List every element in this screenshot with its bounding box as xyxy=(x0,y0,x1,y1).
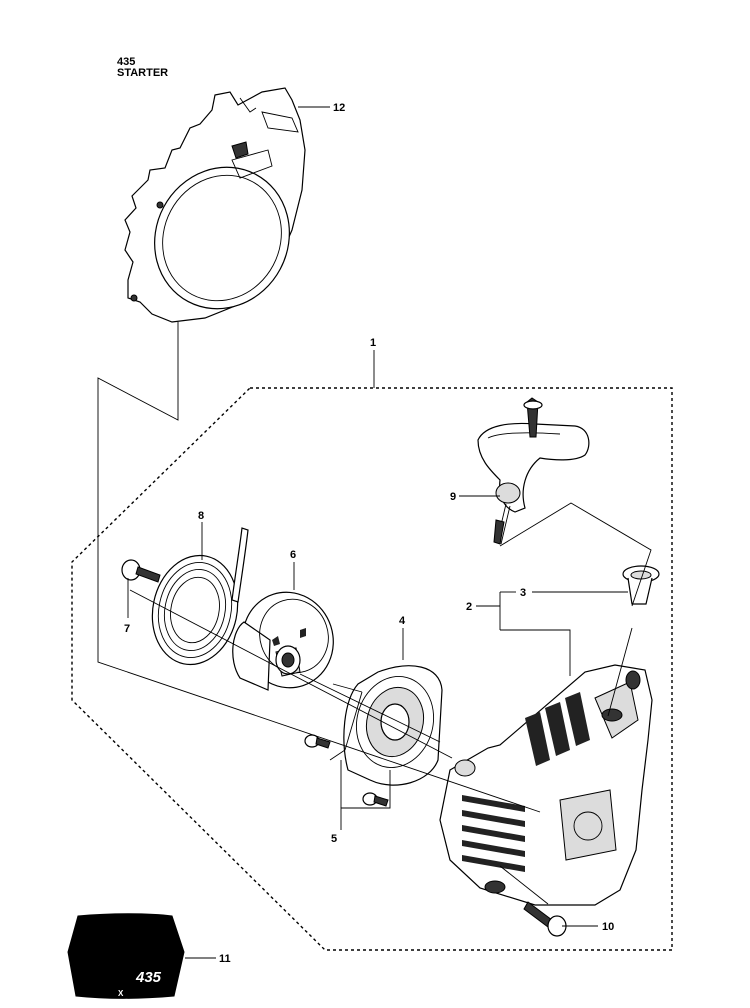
page-title: STARTER xyxy=(117,67,169,79)
callout-10: 10 xyxy=(602,921,614,933)
callout-6: 6 xyxy=(290,549,296,561)
part-5-screws xyxy=(304,734,389,807)
part-2-starter-housing xyxy=(439,664,653,906)
callout-numbers: 12 1 9 2 3 4 8 6 7 5 10 11 xyxy=(124,102,614,965)
reference-lines xyxy=(97,322,652,905)
callout-5: 5 xyxy=(331,833,337,845)
part-7-screw xyxy=(121,559,161,583)
callout-9: 9 xyxy=(450,491,456,503)
housing-vents-lower xyxy=(462,795,525,872)
callout-11: 11 xyxy=(219,953,231,965)
callout-7: 7 xyxy=(124,623,130,635)
callout-4: 4 xyxy=(399,615,406,627)
part-12-fan-housing xyxy=(124,87,306,323)
part-8-recoil-spring xyxy=(151,527,249,666)
assembly-1-boundary xyxy=(71,387,673,951)
callout-1: 1 xyxy=(370,337,376,349)
part-10-screw xyxy=(523,901,567,937)
callout-8: 8 xyxy=(198,510,204,522)
part-3-rope-bushing xyxy=(622,565,660,605)
leader-lines xyxy=(127,106,628,959)
part-11-decal: 435 X xyxy=(67,913,185,999)
callout-3: 3 xyxy=(520,587,526,599)
callout-2: 2 xyxy=(466,601,472,613)
callout-12: 12 xyxy=(333,102,345,114)
part-6-pulley xyxy=(232,591,334,691)
model-number: 435 xyxy=(117,56,136,68)
housing-vents-upper xyxy=(525,692,590,766)
decal-model-text: 435 xyxy=(135,969,162,986)
decal-sub-text: X xyxy=(118,989,124,998)
part-4-starter-drum xyxy=(343,665,443,786)
part-9-starter-handle xyxy=(477,397,590,545)
